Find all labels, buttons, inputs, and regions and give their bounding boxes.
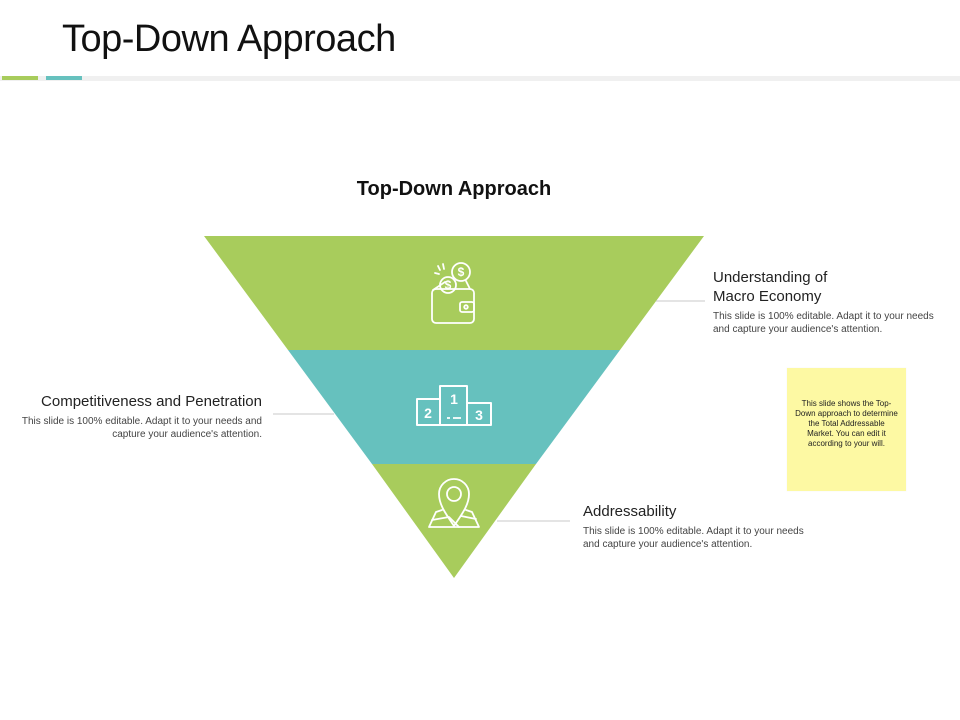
callout-body: This slide is 100% editable. Adapt it to… [21, 416, 262, 440]
callout-macro-economy: Understanding of Macro Economy This slid… [713, 268, 943, 336]
podium-labels: 2 1 3 [424, 391, 483, 423]
sticky-note-text: This slide shows the Top-Down approach t… [795, 399, 898, 448]
podium-place-label: 1 [450, 391, 458, 407]
map-pin-icon [428, 478, 480, 528]
callout-heading: Understanding of Macro Economy [713, 268, 853, 306]
accent-bar-teal [46, 76, 82, 80]
callout-heading-line: Understanding of [713, 269, 828, 286]
callout-heading: Addressability [583, 503, 677, 520]
callout-heading: Competitiveness and Penetration [41, 393, 262, 410]
dollar-sign-icons: $ $ [445, 265, 465, 292]
callout-heading-line: Macro Economy [713, 288, 822, 305]
accent-bar-green [2, 76, 38, 80]
title-underline [0, 76, 960, 81]
funnel-level-2 [288, 350, 620, 464]
page-title: Top-Down Approach [62, 18, 396, 60]
callout-body: This slide is 100% editable. Adapt it to… [713, 311, 934, 335]
diagram-title: Top-Down Approach [356, 178, 552, 200]
callout-body: This slide is 100% editable. Adapt it to… [583, 526, 804, 550]
podium-icon [416, 385, 492, 426]
wallet-coins-icon [431, 262, 475, 324]
funnel-level-1 [204, 236, 704, 350]
svg-text:$: $ [458, 265, 465, 279]
svg-text:$: $ [445, 278, 452, 292]
podium-place-label: 3 [475, 407, 483, 423]
sticky-note: This slide shows the Top-Down approach t… [787, 368, 906, 491]
callout-addressability: Addressability This slide is 100% editab… [583, 502, 823, 551]
podium-place-label: 2 [424, 405, 432, 421]
callout-competitiveness: Competitiveness and Penetration This sli… [20, 392, 262, 441]
